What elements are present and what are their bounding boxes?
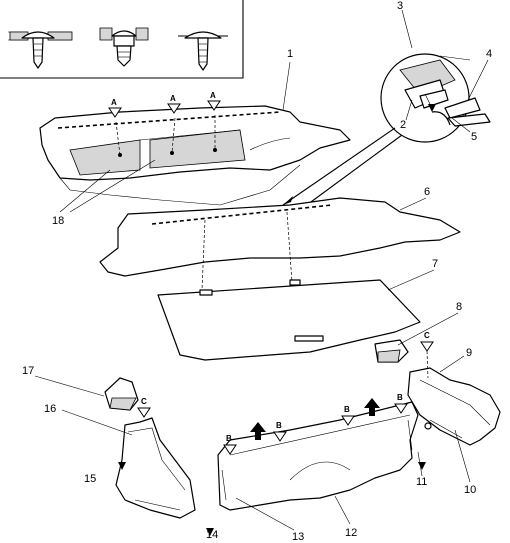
svg-text:B: B — [226, 434, 232, 443]
callout-1: 1 — [287, 48, 293, 60]
callout-13: 13 — [292, 531, 304, 543]
svg-text:A: A — [111, 98, 117, 107]
part-9-right-side-trim — [407, 367, 501, 446]
callout-2: 2 — [400, 119, 406, 131]
callout-6: 6 — [424, 186, 430, 198]
svg-text:B: B — [276, 421, 282, 430]
marker-a-1: A — [108, 98, 122, 118]
callout-labels: 1 2 3 4 5 6 7 8 9 10 11 12 13 14 15 16 1… — [22, 0, 492, 543]
svg-text:B: B — [397, 393, 403, 402]
part-6-trim-panel — [99, 197, 461, 291]
marker-c-left: C — [137, 397, 151, 418]
callout-3: 3 — [397, 0, 403, 12]
marker-b-4: B — [394, 393, 408, 414]
svg-text:C: C — [424, 331, 430, 340]
part-1-rear-deck-panel — [39, 105, 351, 206]
part-8-small-bracket — [374, 339, 409, 363]
callout-8: 8 — [456, 301, 462, 313]
callout-15: 15 — [84, 473, 96, 485]
push-clip-1 — [8, 31, 73, 69]
arrowhead-icon — [418, 462, 426, 470]
marker-b-3: B — [341, 405, 355, 426]
callout-16: 16 — [44, 403, 56, 415]
callout-17: 17 — [22, 365, 34, 377]
detail-circle — [380, 53, 471, 143]
part-17-small-block — [104, 377, 139, 411]
svg-text:B: B — [344, 405, 350, 414]
arrowhead-icon — [206, 528, 214, 536]
svg-text:A: A — [170, 94, 176, 103]
up-arrow-icon — [364, 398, 380, 416]
svg-text:A: A — [210, 91, 216, 100]
push-clip-2 — [99, 27, 149, 67]
svg-text:C: C — [141, 397, 147, 406]
callout-4: 4 — [486, 48, 492, 60]
detail-tab-4 — [444, 97, 491, 127]
part-15-left-side-trim — [115, 417, 196, 519]
clip-inset — [0, 0, 244, 79]
callout-11: 11 — [416, 476, 427, 488]
marker-a-3: A — [207, 91, 221, 111]
callout-12: 12 — [345, 527, 357, 539]
marker-b-1: B — [223, 434, 237, 455]
arrowhead-icon — [118, 462, 126, 470]
marker-c-right: C — [420, 331, 434, 379]
callout-5: 5 — [471, 131, 477, 143]
up-arrow-icon — [250, 422, 266, 440]
part-7-floor-board — [157, 279, 421, 361]
push-clip-3 — [178, 31, 228, 71]
callout-9: 9 — [466, 347, 472, 359]
callout-10: 10 — [464, 484, 476, 496]
marker-a-2: A — [167, 94, 181, 114]
marker-b-2: B — [273, 421, 287, 442]
part-12-rear-lower-panel — [217, 401, 419, 511]
callout-7: 7 — [432, 258, 438, 270]
callout-18: 18 — [52, 215, 64, 227]
